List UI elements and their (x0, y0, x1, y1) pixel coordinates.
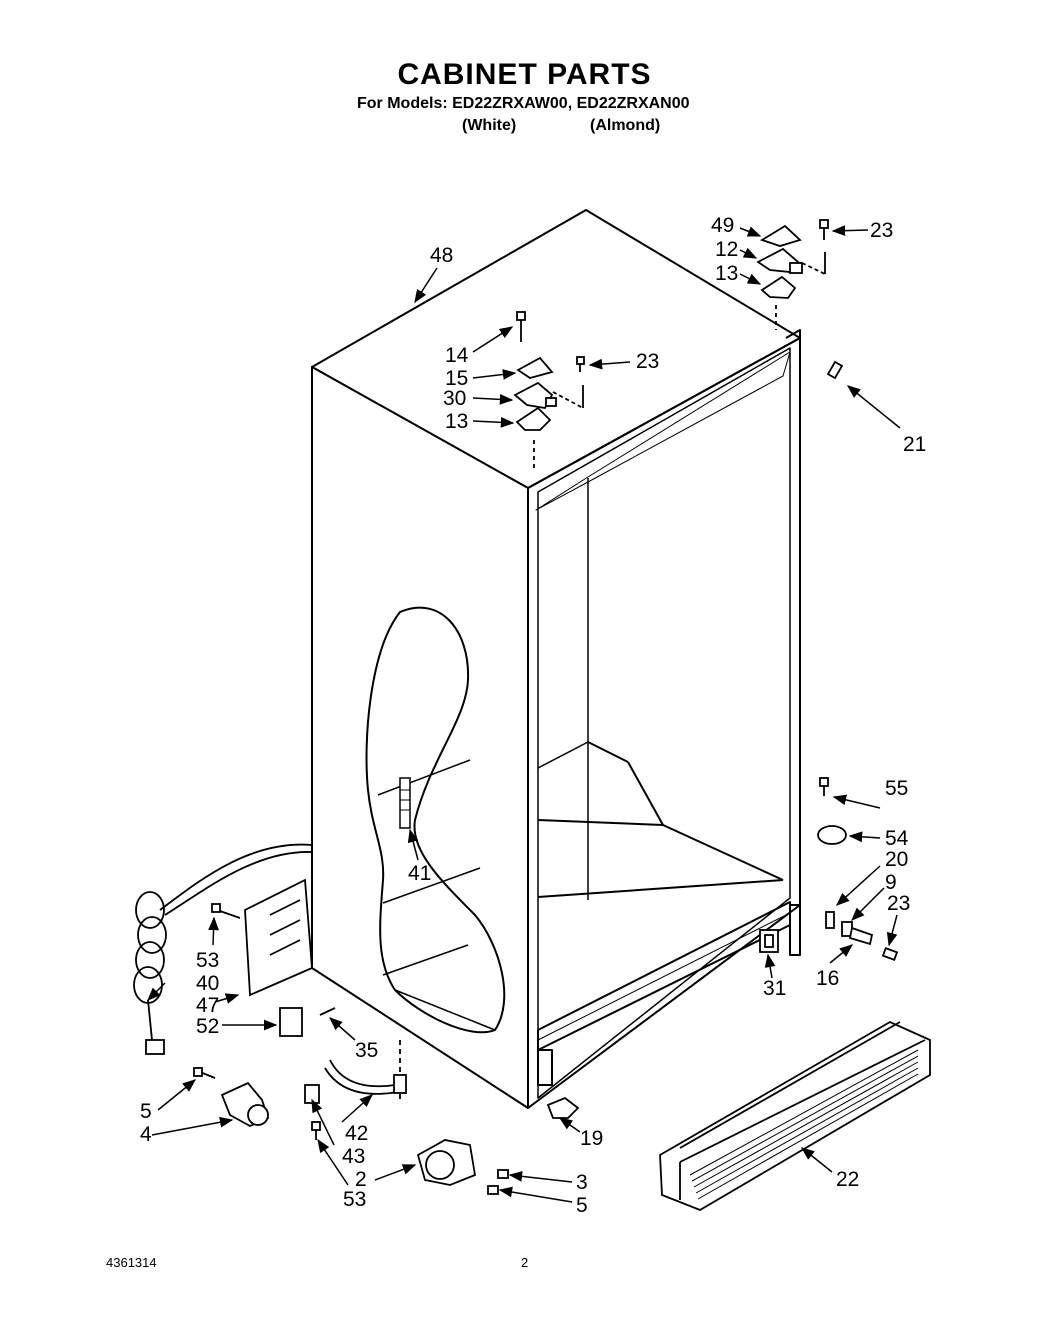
callout-40: 40 (196, 972, 219, 995)
callout-30: 30 (443, 387, 466, 410)
callout-43: 43 (342, 1145, 365, 1168)
models-line: For Models: ED22ZRXAW00, ED22ZRXAN00 (357, 95, 690, 112)
callout-4: 4 (140, 1123, 152, 1146)
leader-lines (147, 225, 901, 1203)
callout-15: 15 (445, 367, 468, 390)
callout-13-top-right: 13 (715, 262, 738, 285)
callout-49: 49 (711, 214, 734, 237)
callout-47: 47 (196, 994, 219, 1017)
callout-23-right-lower: 23 (887, 892, 910, 915)
color-white-label: (White) (462, 117, 517, 134)
cord-and-box (133, 843, 401, 1100)
callout-52: 52 (196, 1015, 219, 1038)
callout-21: 21 (903, 433, 926, 456)
right-lower-parts (759, 777, 899, 961)
callout-2: 2 (355, 1168, 367, 1191)
callout-54: 54 (885, 827, 909, 850)
page-title: CABINET PARTS (397, 58, 652, 91)
callout-48: 48 (430, 244, 453, 267)
callout-labels: 48 49 12 13 23 21 14 15 30 13 23 55 54 2… (140, 214, 926, 1217)
bottom-parts (193, 1059, 580, 1195)
document-number: 4361314 (106, 1255, 157, 1270)
callout-23-top-right: 23 (870, 219, 893, 242)
callout-55: 55 (885, 777, 908, 800)
callout-5-left: 5 (140, 1100, 152, 1123)
callout-22: 22 (836, 1168, 859, 1191)
side-cutaway (365, 606, 506, 1034)
callout-42: 42 (345, 1122, 368, 1145)
callout-35: 35 (355, 1039, 378, 1062)
color-almond-label: (Almond) (590, 117, 661, 134)
callout-14: 14 (445, 344, 469, 367)
callout-5-bottom: 5 (576, 1194, 588, 1217)
callout-31: 31 (763, 977, 786, 1000)
left-top-hinge-parts (513, 311, 585, 468)
callout-23-top-left: 23 (636, 350, 659, 373)
callout-19: 19 (580, 1127, 603, 1150)
right-top-hinge-parts (756, 219, 844, 380)
callout-53-left: 53 (196, 949, 219, 972)
page-number: 2 (521, 1255, 529, 1270)
callout-41: 41 (408, 862, 431, 885)
callout-16: 16 (816, 967, 839, 990)
callout-20: 20 (885, 848, 908, 871)
callout-13-top-left: 13 (445, 410, 468, 433)
callout-53-bottom: 53 (343, 1188, 366, 1211)
callout-12: 12 (715, 238, 738, 261)
callout-9: 9 (885, 871, 897, 894)
callout-3: 3 (576, 1171, 588, 1194)
toe-grille (659, 1020, 931, 1211)
